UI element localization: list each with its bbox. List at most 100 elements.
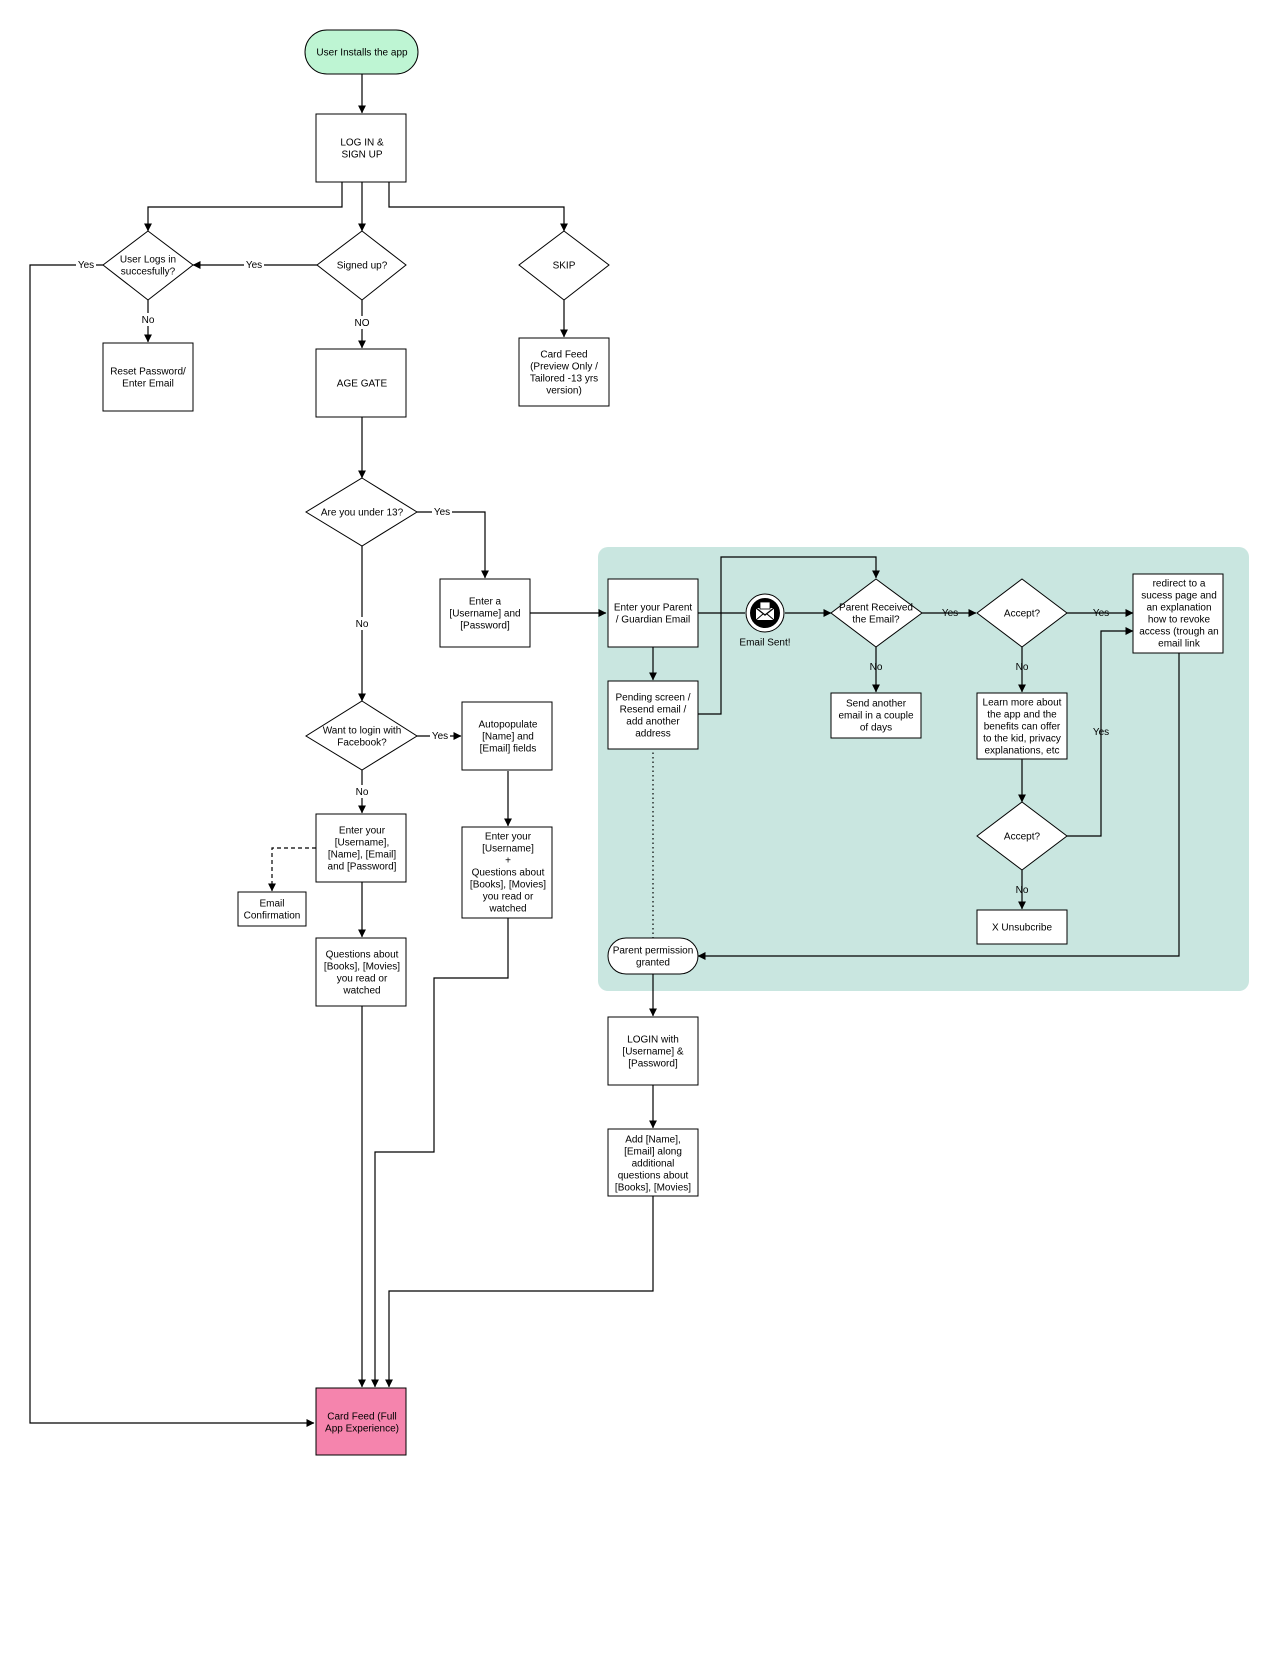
label-line: LOG IN & <box>340 138 384 149</box>
label-line: Learn more about <box>983 698 1062 709</box>
label-line: watched <box>488 904 526 915</box>
label-yes-under13: Yes <box>432 505 452 518</box>
label-yes-facebook: Yes <box>430 729 450 742</box>
label-line: SIGN UP <box>341 150 382 161</box>
svg-text:No: No <box>142 315 155 326</box>
label-line: + <box>505 856 511 867</box>
card-feed-preview-box <box>518 337 610 407</box>
label-line: [Name] and <box>482 732 534 743</box>
label-line: User Installs the app <box>316 48 408 59</box>
label-line: an explanation <box>1146 603 1211 614</box>
label-no-received: No <box>870 662 883 673</box>
label-line: Signed up? <box>337 261 388 272</box>
label-line: [Name], [Email] <box>328 850 397 861</box>
label-line: / Guardian Email <box>616 615 690 626</box>
label-line: Card Feed <box>540 350 587 361</box>
label-yes-accept1: Yes <box>1093 608 1109 619</box>
under-13-label: Are you under 13? <box>321 508 404 519</box>
login-signup-label: LOG IN &SIGN UP <box>340 138 384 161</box>
label-line: explanations, etc <box>984 746 1059 757</box>
edge-login-to-userlogs <box>144 182 343 232</box>
label-no-facebook: No <box>352 785 372 798</box>
label-line: [Books], [Movies] <box>470 880 546 891</box>
label-line: [Username] & <box>622 1047 683 1058</box>
svg-text:Yes: Yes <box>432 731 448 742</box>
enter-full-details-box <box>315 813 407 883</box>
label-line: (Preview Only / <box>530 362 598 373</box>
edge-accept2-yes <box>1067 627 1134 837</box>
label-line: SKIP <box>553 261 576 272</box>
label-line: Add [Name], <box>625 1135 681 1146</box>
connectors <box>29 72 1180 1427</box>
edge-under13-yes <box>417 511 489 579</box>
label-line: Questions about <box>326 950 399 961</box>
label-line: Email Sent! <box>739 638 790 649</box>
label-line: [Password] <box>460 621 510 632</box>
label-line: Enter your <box>485 832 532 843</box>
login-with-username-label: LOGIN with[Username] &[Password] <box>622 1035 683 1070</box>
label-line: Parent permission <box>613 946 694 957</box>
label-line: how to revoke <box>1148 615 1211 626</box>
label-line: Enter your <box>339 826 386 837</box>
want-facebook-diamond <box>305 700 418 771</box>
reset-password-label: Reset Password/Enter Email <box>110 367 186 390</box>
label-line: [Books], [Movies] <box>324 962 400 973</box>
label-line: Resend email / <box>620 705 687 716</box>
label-line: succesfully? <box>121 267 176 278</box>
label-line: [Password] <box>628 1059 678 1070</box>
skip-diamond <box>518 230 610 301</box>
label-line: User Logs in <box>120 255 176 266</box>
label-line: watched <box>342 986 380 997</box>
label-line: Autopopulate <box>479 720 538 731</box>
label-line: Reset Password/ <box>110 367 186 378</box>
label-line: Enter a <box>469 597 502 608</box>
label-no-userlogs: No <box>138 313 158 326</box>
autopopulate-label: Autopopulate[Name] and[Email] fields <box>479 720 538 755</box>
add-name-email-box <box>607 1128 699 1197</box>
learn-more-box <box>976 692 1068 760</box>
label-line: benefits can offer <box>984 722 1061 733</box>
label-yes-accept2: Yes <box>1093 727 1109 738</box>
parent-permission-terminal <box>607 937 699 975</box>
label-line: [Username], <box>335 838 389 849</box>
label-yes-userlogs: Yes <box>76 258 96 271</box>
parent-consent-region <box>598 547 1249 991</box>
label-line: Send another <box>846 699 907 710</box>
label-line: AGE GATE <box>337 379 388 390</box>
label-yes-received: Yes <box>942 608 958 619</box>
label-line: Are you under 13? <box>321 508 404 519</box>
label-line: email in a couple <box>838 711 913 722</box>
enter-username-password-box <box>439 578 531 648</box>
label-line: sucess page and <box>1141 591 1217 602</box>
label-line: Confirmation <box>244 911 301 922</box>
label-no-accept2: No <box>1016 885 1029 896</box>
label-line: redirect to a <box>1153 579 1206 590</box>
age-gate-label: AGE GATE <box>337 379 388 390</box>
edge-enteruser-to-cardfeed <box>371 918 509 1388</box>
label-line: Questions about <box>472 868 545 879</box>
label-no-under13: No <box>352 617 372 630</box>
pending-screen-label: Pending screen /Resend email /add anothe… <box>615 693 690 740</box>
edge-labels: Yes Yes No NO Yes No Yes No Yes No Yes N… <box>76 258 1109 896</box>
svg-text:Yes: Yes <box>246 260 262 271</box>
enter-parent-email-label: Enter your Parent/ Guardian Email <box>614 603 693 626</box>
label-line: you read or <box>337 974 388 985</box>
enter-full-details-label: Enter your[Username],[Name], [Email]and … <box>328 826 397 873</box>
label-line: questions about <box>618 1171 689 1182</box>
label-line: Parent Received <box>839 603 913 614</box>
send-another-email-box <box>830 692 922 739</box>
unsubscribe-box <box>976 909 1068 945</box>
label-line: the Email? <box>852 615 900 626</box>
label-line: and [Password] <box>328 862 397 873</box>
accept-2-label: Accept? <box>1004 832 1041 843</box>
label-line: add another <box>626 717 680 728</box>
label-line: Email <box>259 899 284 910</box>
edge-details-to-confirmation-dashed <box>268 847 316 892</box>
questions-books-box <box>315 937 407 1007</box>
edge-pending-to-received <box>698 556 880 715</box>
